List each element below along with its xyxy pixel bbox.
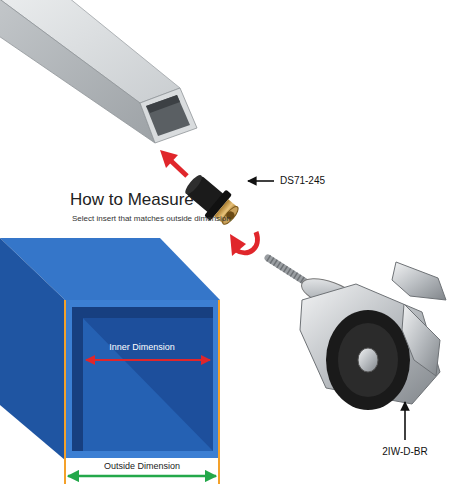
dimension-arrow <box>86 359 210 361</box>
aluminum-tube <box>0 0 197 143</box>
part-number: DS71-245 <box>280 175 325 187</box>
dimension-label: Inner Dimension <box>109 342 175 352</box>
rotation-arrow <box>230 232 257 256</box>
caster-wheel <box>268 258 446 410</box>
leader-arrow <box>248 180 274 182</box>
leader-arrow <box>404 402 406 440</box>
section-heading: How to Measure <box>70 190 194 210</box>
measure-tube <box>0 238 220 460</box>
dimension-arrow <box>68 475 216 478</box>
part-number: 2IW-D-BR <box>382 446 427 458</box>
instruction-note: Select insert that matches outside dimen… <box>72 214 231 223</box>
guide-line <box>64 300 66 484</box>
dimension-label: Outside Dimension <box>104 461 180 471</box>
guide-line <box>218 300 220 484</box>
insert-direction-arrow <box>160 150 187 176</box>
